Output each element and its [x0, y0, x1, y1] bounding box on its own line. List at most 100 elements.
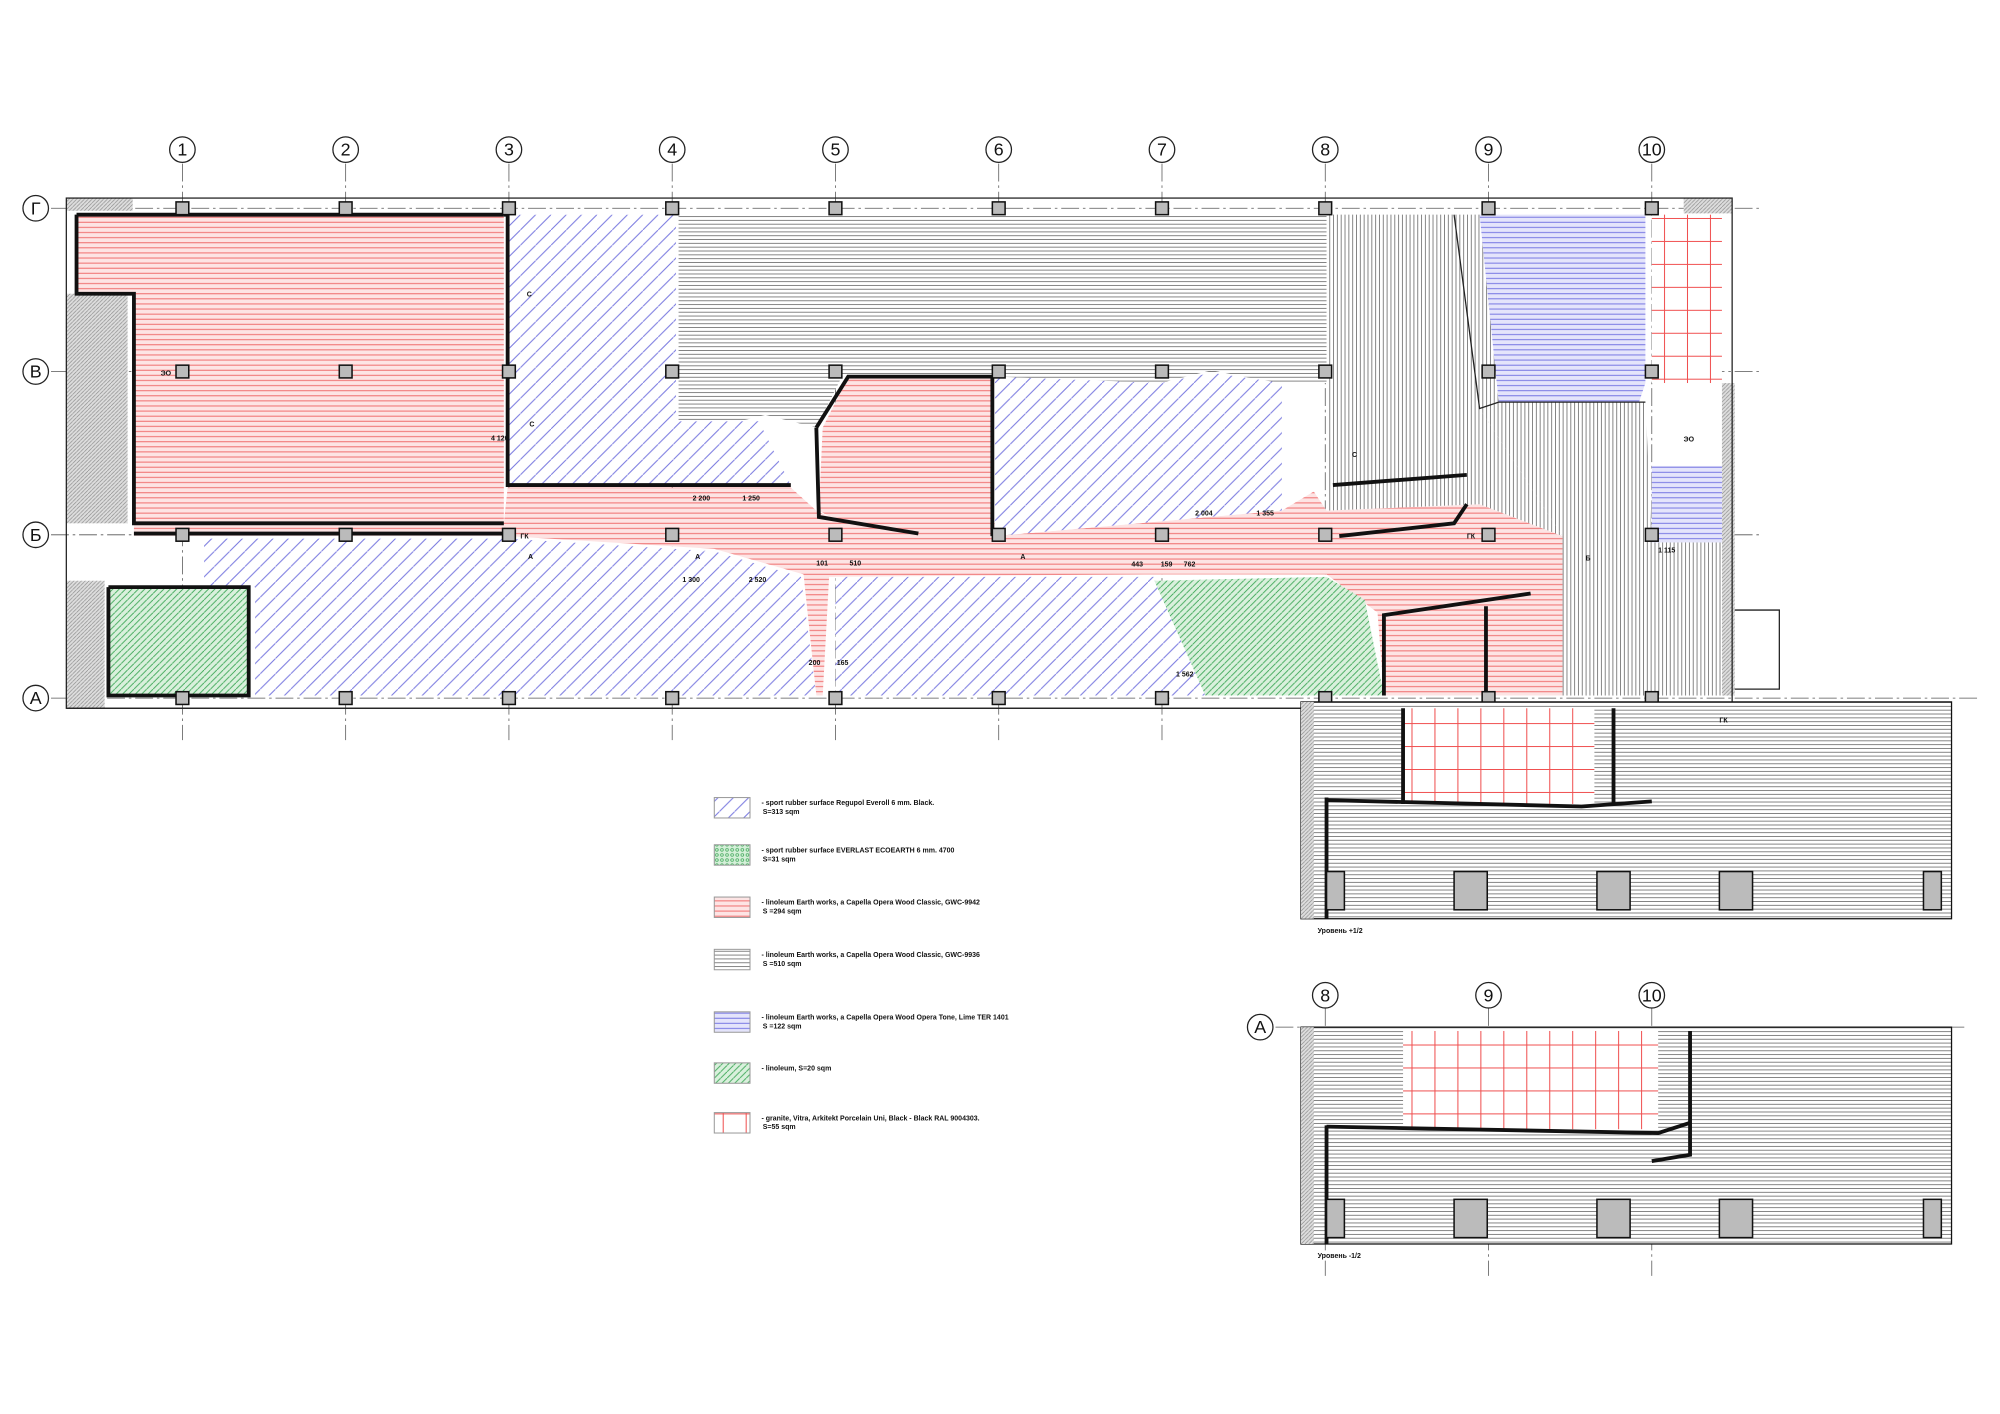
region-gray-vertical	[1454, 214, 1722, 696]
dim-label: 4 120	[491, 435, 509, 442]
dim-label: 159	[1161, 562, 1173, 569]
grid-column-bubble	[985, 136, 1013, 163]
region-blue-rubber	[204, 538, 817, 696]
dim-label: 443	[1131, 562, 1143, 569]
level-label-upper: Уровень +1/2	[1318, 928, 1363, 935]
outer-wall	[1683, 198, 1733, 214]
dim-label: 1 562	[1176, 671, 1194, 678]
grid-column-bubble	[169, 136, 196, 163]
legend-item: - linoleum Earth works, a Capella Opera …	[713, 948, 980, 971]
grid-column-bubble	[658, 136, 686, 163]
walls	[65, 197, 1780, 709]
region-red-granite	[1651, 214, 1722, 384]
grid-row-bubble	[22, 521, 50, 549]
grid-column-label: 9	[1484, 985, 1494, 1005]
legend-swatch	[713, 1011, 751, 1033]
grid-column-label: 2	[341, 140, 351, 160]
column	[1644, 527, 1659, 542]
dim-label: 165	[837, 660, 849, 667]
column	[828, 690, 843, 706]
dim-label: 1 300	[682, 577, 700, 584]
legend-area: S=31 sqm	[763, 856, 796, 863]
grid-row-bubble	[22, 358, 50, 385]
column	[1154, 364, 1170, 379]
legend-area: S =510 sqm	[763, 961, 802, 968]
grid-column-label: 10	[1642, 985, 1662, 1005]
legend-area: S =294 sqm	[763, 909, 802, 916]
legend: - sport rubber surface Regupol Everoll 6…	[713, 797, 1009, 1134]
legend-swatch	[713, 1112, 751, 1134]
grid-row-bubble	[1246, 1013, 1274, 1041]
legend-item: - linoleum, S=20 sqm	[713, 1062, 831, 1084]
dim-label: 762	[1184, 562, 1196, 569]
column	[991, 527, 1006, 542]
grid-column-bubble	[822, 136, 849, 163]
dim-label: 510	[849, 560, 861, 567]
grid-column-label: 10	[1642, 140, 1662, 160]
column	[175, 364, 190, 379]
outer-wall	[66, 198, 133, 211]
mark-label: ЭО	[161, 370, 172, 377]
mark-label: ЭО	[1684, 437, 1695, 444]
legend-text: - linoleum Earth works, a Capella Opera …	[761, 1014, 1008, 1021]
grid-row-label: В	[30, 362, 42, 382]
column	[338, 690, 353, 706]
dim-label: 101	[816, 560, 828, 567]
legend-area: S =122 sqm	[763, 1023, 802, 1030]
dimension-annotations: 2 200 1 250 1 300 2 520 2 004 1 355 443 …	[161, 291, 1729, 724]
column	[828, 364, 843, 379]
column	[501, 201, 517, 216]
dim-label: 1 250	[742, 495, 760, 502]
column	[1481, 364, 1496, 379]
grid-row-bubble	[22, 194, 50, 222]
grid-column-bubble	[1311, 136, 1339, 163]
legend-item: - linoleum Earth works, a Capella Opera …	[713, 1011, 1009, 1033]
mark-label: A	[695, 554, 700, 561]
mark-label: A	[1020, 554, 1025, 561]
column	[828, 201, 843, 216]
mark-label: C	[1352, 452, 1357, 459]
grid-column-bubble	[495, 136, 523, 163]
grid-column-label: 9	[1484, 140, 1494, 160]
column	[175, 690, 190, 706]
grid-column-bubble	[1475, 981, 1502, 1009]
grid-column-label: 7	[1157, 140, 1167, 160]
grid-row-label: Б	[30, 525, 42, 545]
legend-swatch	[713, 948, 751, 971]
column	[828, 527, 843, 542]
grid-column-label: 8	[1320, 985, 1330, 1005]
column	[1154, 527, 1170, 542]
grid-column-label: 8	[1320, 140, 1330, 160]
dim-label: 2 004	[1195, 511, 1213, 518]
grid-row-bubble	[22, 684, 50, 712]
column	[1318, 201, 1333, 216]
mark-label: C	[529, 421, 534, 428]
grid-column-bubble	[332, 136, 360, 163]
grid-column-bubble	[1475, 136, 1502, 163]
region-blue-rubber	[994, 372, 1282, 537]
legend-swatch	[713, 844, 751, 866]
column	[991, 364, 1006, 379]
mark-label: C	[527, 291, 532, 298]
dim-label: 200	[809, 660, 821, 667]
legend-text: - sport rubber surface Regupol Everoll 6…	[761, 800, 934, 807]
floor-regions	[76, 214, 1722, 696]
column	[665, 690, 680, 706]
column	[338, 201, 353, 216]
column	[1318, 364, 1333, 379]
legend-item: - sport rubber surface EVERLAST ECOEARTH…	[713, 844, 955, 866]
legend-text: - linoleum Earth works, a Capella Opera …	[761, 952, 980, 959]
legend-swatch	[713, 1062, 751, 1084]
column	[1154, 690, 1170, 706]
column	[665, 364, 680, 379]
grid-column-label: 5	[830, 140, 840, 160]
column	[501, 364, 517, 379]
grid-row-label: Г	[31, 198, 41, 218]
grid-column-bubble	[1311, 981, 1339, 1009]
mark-label: ГК	[1719, 717, 1728, 724]
legend-item: - linoleum Earth works, a Capella Opera …	[713, 896, 980, 918]
grid-column-label: 1	[177, 140, 187, 160]
grid-row-label: А	[30, 688, 42, 708]
grid-column-bubble	[1638, 136, 1666, 163]
